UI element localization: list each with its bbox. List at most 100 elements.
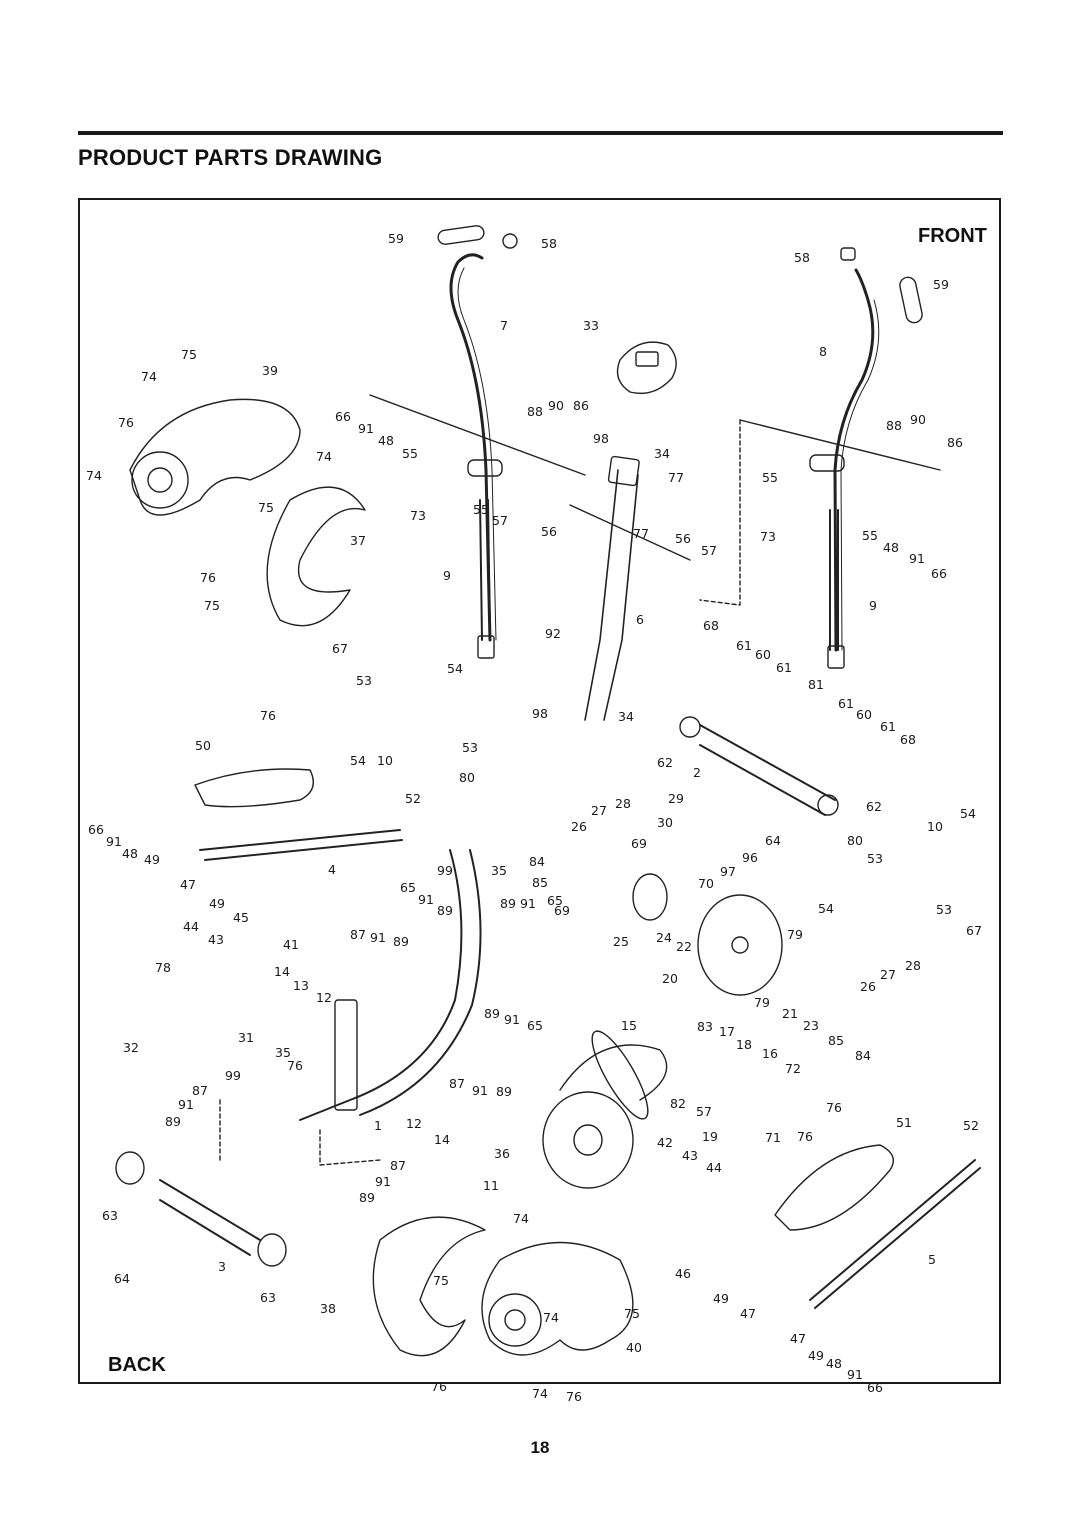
part-callout: 62	[866, 799, 882, 814]
part-callout: 24	[656, 930, 672, 945]
part-callout: 89	[165, 1114, 181, 1129]
part-callout: 7	[500, 318, 508, 333]
part-callout: 86	[947, 435, 963, 450]
part-callout: 91	[472, 1083, 488, 1098]
part-callout: 50	[195, 738, 211, 753]
part-callout: 91	[106, 834, 122, 849]
part-callout: 31	[238, 1030, 254, 1045]
part-callout: 54	[447, 661, 463, 676]
part-callout: 87	[449, 1076, 465, 1091]
part-callout: 34	[618, 709, 634, 724]
part-callout: 54	[960, 806, 976, 821]
part-callout: 48	[378, 433, 394, 448]
part-callout: 75	[181, 347, 197, 362]
part-callout: 64	[114, 1271, 130, 1286]
part-callout: 16	[762, 1046, 778, 1061]
part-callout: 10	[927, 819, 943, 834]
part-callout: 23	[803, 1018, 819, 1033]
part-callout: 46	[675, 1266, 691, 1281]
part-callout: 8	[819, 344, 827, 359]
axle-knob-part	[679, 716, 701, 738]
part-callout: 74	[513, 1211, 529, 1226]
part-callout: 76	[431, 1379, 447, 1394]
rear-endcap-part	[257, 1233, 287, 1267]
part-callout: 74	[316, 449, 332, 464]
left-pedal-part	[194, 768, 314, 808]
part-callout: 76	[826, 1100, 842, 1115]
part-callout: 63	[260, 1290, 276, 1305]
right-pedal-part	[774, 1144, 894, 1231]
front-endcap-part	[115, 1151, 145, 1185]
part-callout: 91	[358, 421, 374, 436]
part-callout: 47	[740, 1306, 756, 1321]
part-callout: 9	[443, 568, 451, 583]
part-callout: 55	[473, 502, 489, 517]
part-callout: 53	[356, 673, 372, 688]
part-callout: 48	[883, 540, 899, 555]
part-callout: 41	[283, 937, 299, 952]
header-rule	[78, 131, 1003, 135]
part-callout: 54	[350, 753, 366, 768]
right-endcap-part	[840, 247, 856, 261]
part-callout: 96	[742, 850, 758, 865]
part-callout: 11	[483, 1178, 499, 1193]
part-callout: 13	[293, 978, 309, 993]
part-callout: 67	[332, 641, 348, 656]
part-callout: 14	[434, 1132, 450, 1147]
part-callout: 69	[554, 903, 570, 918]
part-callout: 25	[613, 934, 629, 949]
part-callout: 70	[698, 876, 714, 891]
part-callout: 4	[328, 862, 336, 877]
left-endcap-part	[502, 233, 518, 249]
part-callout: 66	[335, 409, 351, 424]
part-callout: 60	[856, 707, 872, 722]
part-callout: 76	[260, 708, 276, 723]
part-callout: 90	[910, 412, 926, 427]
part-callout: 30	[657, 815, 673, 830]
flywheel-part	[542, 1091, 634, 1189]
part-callout: 56	[541, 524, 557, 539]
part-callout: 75	[204, 598, 220, 613]
part-callout: 61	[880, 719, 896, 734]
part-callout: 20	[662, 971, 678, 986]
left-handlebar-part	[449, 253, 492, 642]
part-callout: 60	[755, 647, 771, 662]
part-callout: 2	[693, 765, 701, 780]
part-callout: 15	[621, 1018, 637, 1033]
part-callout: 28	[905, 958, 921, 973]
part-callout: 32	[123, 1040, 139, 1055]
front-label: FRONT	[918, 225, 987, 247]
part-callout: 89	[359, 1190, 375, 1205]
part-callout: 99	[437, 863, 453, 878]
part-callout: 75	[258, 500, 274, 515]
part-callout: 49	[713, 1291, 729, 1306]
part-callout: 69	[631, 836, 647, 851]
part-callout: 97	[720, 864, 736, 879]
part-callout: 89	[437, 903, 453, 918]
part-callout: 47	[790, 1331, 806, 1346]
part-callout: 44	[706, 1160, 722, 1175]
part-callout: 87	[192, 1083, 208, 1098]
part-callout: 57	[492, 513, 508, 528]
part-callout: 77	[668, 470, 684, 485]
part-callout: 59	[388, 231, 404, 246]
part-callout: 19	[702, 1129, 718, 1144]
part-callout: 12	[316, 990, 332, 1005]
part-callout: 76	[566, 1389, 582, 1404]
part-callout: 55	[402, 446, 418, 461]
left-grip-part	[437, 225, 485, 245]
part-callout: 53	[867, 851, 883, 866]
part-callout: 9	[869, 598, 877, 613]
part-callout: 49	[808, 1348, 824, 1363]
part-callout: 79	[787, 927, 803, 942]
part-callout: 33	[583, 318, 599, 333]
part-callout: 3	[218, 1259, 226, 1274]
part-callout: 98	[593, 431, 609, 446]
part-callout: 17	[719, 1024, 735, 1039]
part-callout: 91	[418, 892, 434, 907]
part-callout: 57	[701, 543, 717, 558]
part-callout: 57	[696, 1104, 712, 1119]
part-callout: 76	[200, 570, 216, 585]
part-callout: 85	[532, 875, 548, 890]
pulley-part	[697, 894, 783, 996]
